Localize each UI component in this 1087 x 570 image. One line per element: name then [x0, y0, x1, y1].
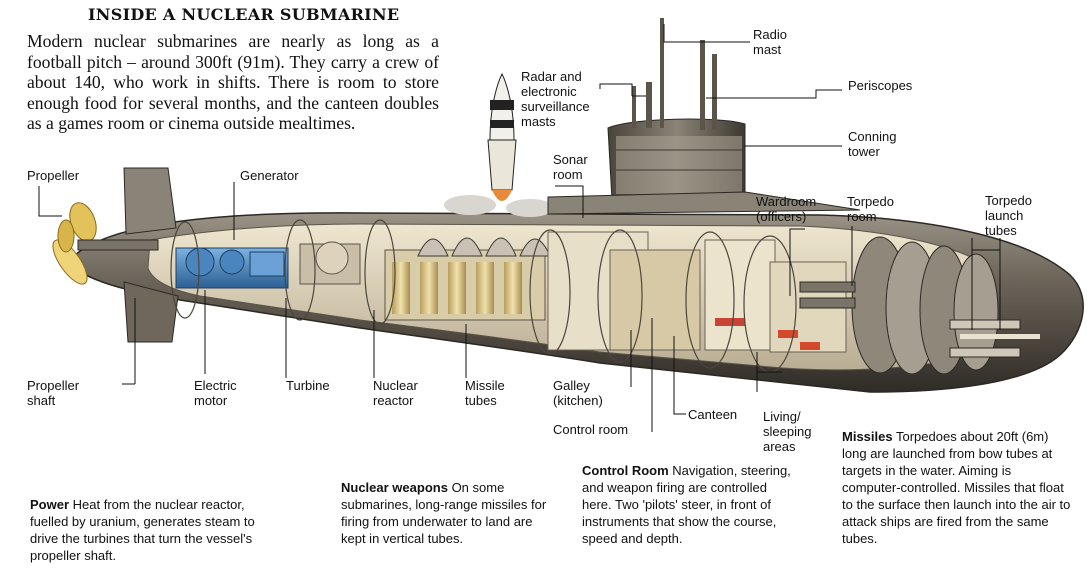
caption-missiles-text: Torpedoes about 20ft (6m) long are launc… [842, 429, 1071, 546]
propeller-graphic [52, 202, 159, 285]
label-torpedo-room: Torpedo room [847, 194, 894, 224]
page-title: INSIDE A NUCLEAR SUBMARINE [88, 5, 400, 24]
intro-paragraph: Modern nuclear submarines are nearly as … [27, 31, 439, 133]
label-canteen: Canteen [688, 407, 738, 422]
caption-power: Power Heat from the nuclear reactor, fue… [30, 496, 286, 564]
label-wardroom: Wardroom (officers) [756, 194, 817, 224]
label-living-areas: Living/ sleeping areas [763, 409, 812, 454]
bulkheads [170, 219, 797, 373]
label-electric-motor: Electric motor [194, 378, 237, 408]
caption-control-text: Navigation, steering, and weapon firing … [582, 463, 791, 546]
rudder-lower [123, 281, 179, 343]
launching-missile [444, 72, 554, 217]
missile-section [384, 237, 551, 321]
label-periscopes: Periscopes [848, 78, 913, 93]
label-propeller-shaft: Propeller shaft [27, 378, 80, 408]
label-radar-masts: Radar and electronic surveillance masts [521, 69, 590, 129]
label-radio-mast: Radio mast [753, 27, 787, 57]
label-conning-tower: Conning tower [848, 129, 897, 159]
caption-control-head: Control Room [582, 463, 669, 478]
leader-lines [38, 24, 1001, 432]
caption-missiles: Missiles Torpedoes about 20ft (6m) long … [842, 428, 1072, 547]
label-nuclear-reactor: Nuclear reactor [373, 378, 418, 408]
label-torpedo-tubes: Torpedo launch tubes [985, 193, 1032, 238]
label-turbine: Turbine [286, 378, 330, 393]
label-generator: Generator [240, 168, 299, 183]
caption-weapons-text: On some submarines, long-range missiles … [341, 480, 547, 546]
caption-power-text: Heat from the nuclear reactor, fuelled b… [30, 497, 255, 563]
label-galley: Galley (kitchen) [553, 378, 603, 408]
torpedo-section [799, 236, 1040, 375]
rudder-upper [123, 167, 177, 235]
caption-power-head: Power [30, 497, 70, 512]
caption-weapons-head: Nuclear weapons [341, 480, 448, 495]
caption-control: Control Room Navigation, steering, and w… [582, 462, 792, 547]
engine-machinery [175, 241, 361, 289]
label-control-room: Control room [553, 422, 629, 437]
label-sonar-room: Sonar room [553, 152, 588, 182]
caption-missiles-head: Missiles [842, 429, 893, 444]
conning-tower-graphic [547, 18, 861, 215]
label-missile-tubes: Missile tubes [465, 378, 505, 408]
label-propeller: Propeller [27, 168, 80, 183]
caption-weapons: Nuclear weapons On some submarines, long… [341, 479, 549, 547]
